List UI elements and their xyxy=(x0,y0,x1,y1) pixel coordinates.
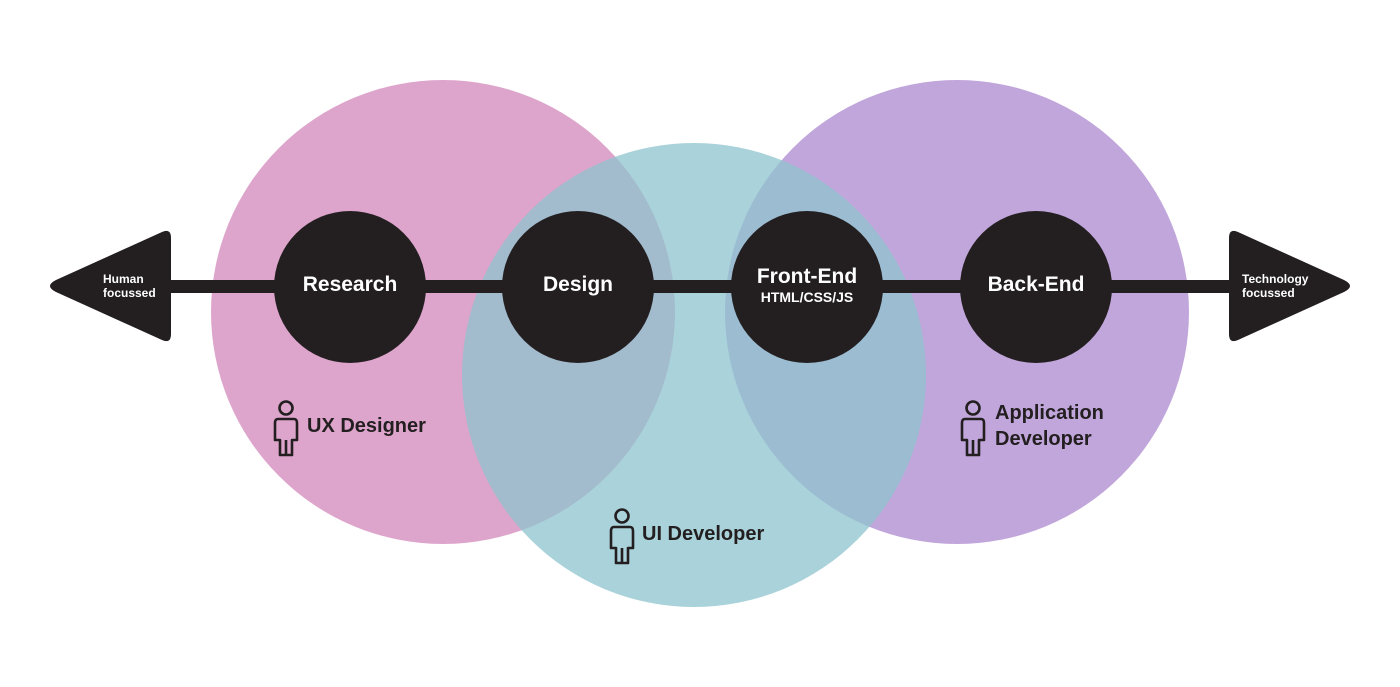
application-developer-person-icon xyxy=(960,400,986,457)
backend-label: Back-End xyxy=(988,273,1085,296)
ui-developer-label: UI Developer xyxy=(642,523,764,545)
backend-node xyxy=(960,211,1112,363)
right-arrowhead xyxy=(1229,230,1350,342)
research-label: Research xyxy=(303,273,398,296)
design-node xyxy=(502,211,654,363)
research-node xyxy=(274,211,426,363)
application-developer-label-line1: Application xyxy=(995,402,1104,424)
design-label: Design xyxy=(543,273,613,296)
technology-focussed-label-line1: Technology xyxy=(1242,272,1309,286)
application-developer-label-line2: Developer xyxy=(995,428,1092,450)
ux-designer-person-icon xyxy=(273,400,299,457)
left-arrowhead xyxy=(50,230,171,342)
ux-designer-label: UX Designer xyxy=(307,415,426,437)
human-focussed-label-line2: focussed xyxy=(103,286,156,300)
frontend-node xyxy=(731,211,883,363)
frontend-tech-label: HTML/CSS/JS xyxy=(761,289,854,305)
frontend-label: Front-End xyxy=(757,265,857,288)
ui-developer-person-icon xyxy=(609,508,635,565)
technology-focussed-label-line2: focussed xyxy=(1242,286,1295,300)
human-focussed-label-line1: Human xyxy=(103,272,144,286)
